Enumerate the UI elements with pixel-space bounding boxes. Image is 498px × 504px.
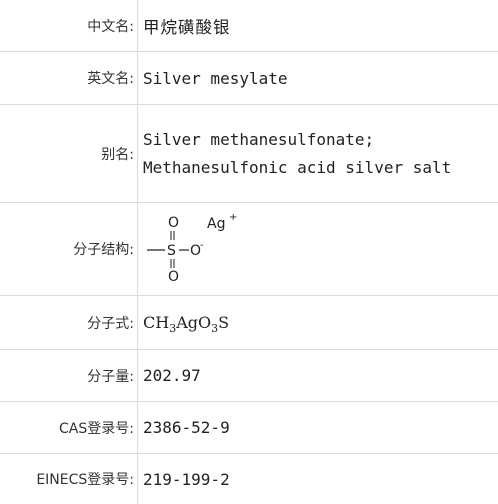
alias-line-2: Methanesulfonic acid silver salt [143,157,452,177]
structure-charge-neg: - [200,240,204,251]
label-formula: 分子式: [87,315,134,332]
formula-s: S [218,313,230,332]
value-einecs: 219-199-2 [143,469,230,489]
label-chinese-name: 中文名: [87,18,134,35]
alias-line-1: Silver methanesulfonate; [143,129,375,149]
structure-ag: Ag [207,216,225,232]
row-chinese-name: 中文名: 甲烷磺酸银 [0,0,498,52]
structure-s: S [167,243,176,259]
value-chinese-name: 甲烷磺酸银 [143,17,231,37]
value-aliases: Silver methanesulfonate; Methanesulfonic… [143,105,498,202]
structure-o-top: O [168,215,179,231]
formula-text: CH3AgO3S [143,313,498,335]
row-cas: CAS登录号: 2386-52-9 [0,402,498,454]
row-formula: 分子式: CH3AgO3S [0,296,498,350]
value-english-name: Silver mesylate [143,68,288,88]
column-divider [137,0,138,504]
structure-o-bottom: O [168,269,179,285]
row-einecs: EINECS登录号: 219-199-2 [0,454,498,504]
row-aliases: 别名: Silver methanesulfonate; Methanesulf… [0,105,498,203]
row-structure: 分子结构: O S O - Ag + O [0,203,498,296]
row-molecular-weight: 分子量: 202.97 [0,350,498,402]
label-cas: CAS登录号: [59,420,134,437]
label-aliases: 别名: [101,146,134,163]
row-english-name: 英文名: Silver mesylate [0,52,498,105]
label-einecs: EINECS登录号: [36,472,134,488]
formula-sub-2: 3 [211,322,219,335]
value-cas: 2386-52-9 [143,418,230,437]
formula-sub-1: 3 [169,322,177,335]
label-molecular-weight: 分子量: [87,368,134,385]
value-formula: CH3AgO3S [143,296,498,349]
structure-charge-pos: + [229,212,237,223]
formula-ago: AgO [176,313,212,332]
label-english-name: 英文名: [87,71,134,87]
structure-o-right: O [190,243,201,259]
value-structure: O S O - Ag + O [143,203,498,295]
label-structure: 分子结构: [73,242,134,258]
value-molecular-weight: 202.97 [143,366,201,385]
structure-drawing: O S O - Ag + O [147,212,237,285]
formula-ch: CH [143,313,170,332]
